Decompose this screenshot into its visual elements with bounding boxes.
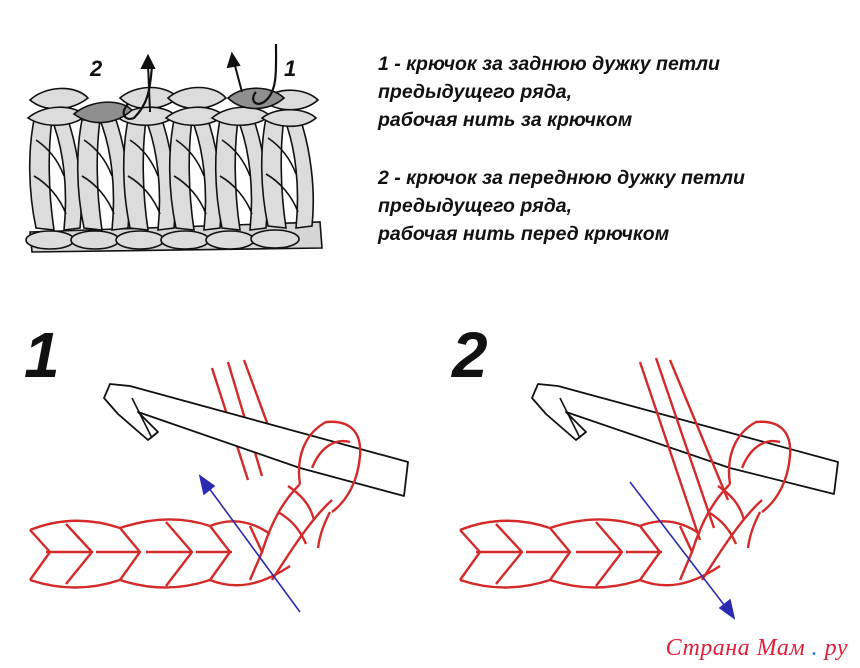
- direction-arrows: [140, 51, 243, 113]
- top-loop-row: [26, 86, 320, 128]
- direction-arrow-blue: [629, 481, 736, 620]
- watermark: Страна Мам . ру: [666, 635, 848, 662]
- stitch-fabric-diagram: [25, 43, 323, 253]
- direction-arrow-blue: [198, 474, 301, 613]
- yarn-strands-front: [638, 357, 730, 541]
- watermark-suffix: ру: [824, 635, 848, 661]
- legend-item-2-line-3: рабочая нить перед крючком: [378, 223, 670, 245]
- crochet-hook: [103, 383, 409, 497]
- legend-item-2-line-1: 2 - крючок за переднюю дужку петли: [378, 167, 745, 189]
- highlighted-back-loop: [72, 101, 134, 124]
- diagram-label-1: 1: [284, 56, 296, 81]
- watermark-text: Страна Мам: [665, 635, 806, 661]
- yarn-chain: [459, 420, 792, 589]
- figure-number-1: 1: [24, 319, 60, 391]
- watermark-dot: .: [811, 635, 819, 661]
- figure-number-2: 2: [452, 319, 488, 391]
- bottom-chain: [25, 229, 300, 250]
- legend-item-1-line-2: предыдущего ряда,: [378, 81, 573, 103]
- hook-strand-2: [122, 65, 154, 120]
- legend-item-1-line-1: 1 - крючок за заднюю дужку петли: [378, 53, 720, 75]
- figure-1-back-loop: [29, 359, 409, 613]
- legend: 1 - крючок за заднюю дужку петли предыду…: [378, 50, 848, 248]
- crochet-hook: [531, 383, 839, 495]
- yarn-chain: [29, 420, 362, 589]
- diagram-label-2: 2: [89, 56, 103, 81]
- legend-item-1-line-3: рабочая нить за крючком: [378, 109, 633, 131]
- legend-item-2-line-2: предыдущего ряда,: [378, 195, 573, 217]
- highlighted-front-loop: [226, 87, 286, 110]
- figure-2-front-loop: [459, 357, 839, 620]
- hook-strand-1: [252, 43, 278, 105]
- stitch-columns: [28, 117, 315, 231]
